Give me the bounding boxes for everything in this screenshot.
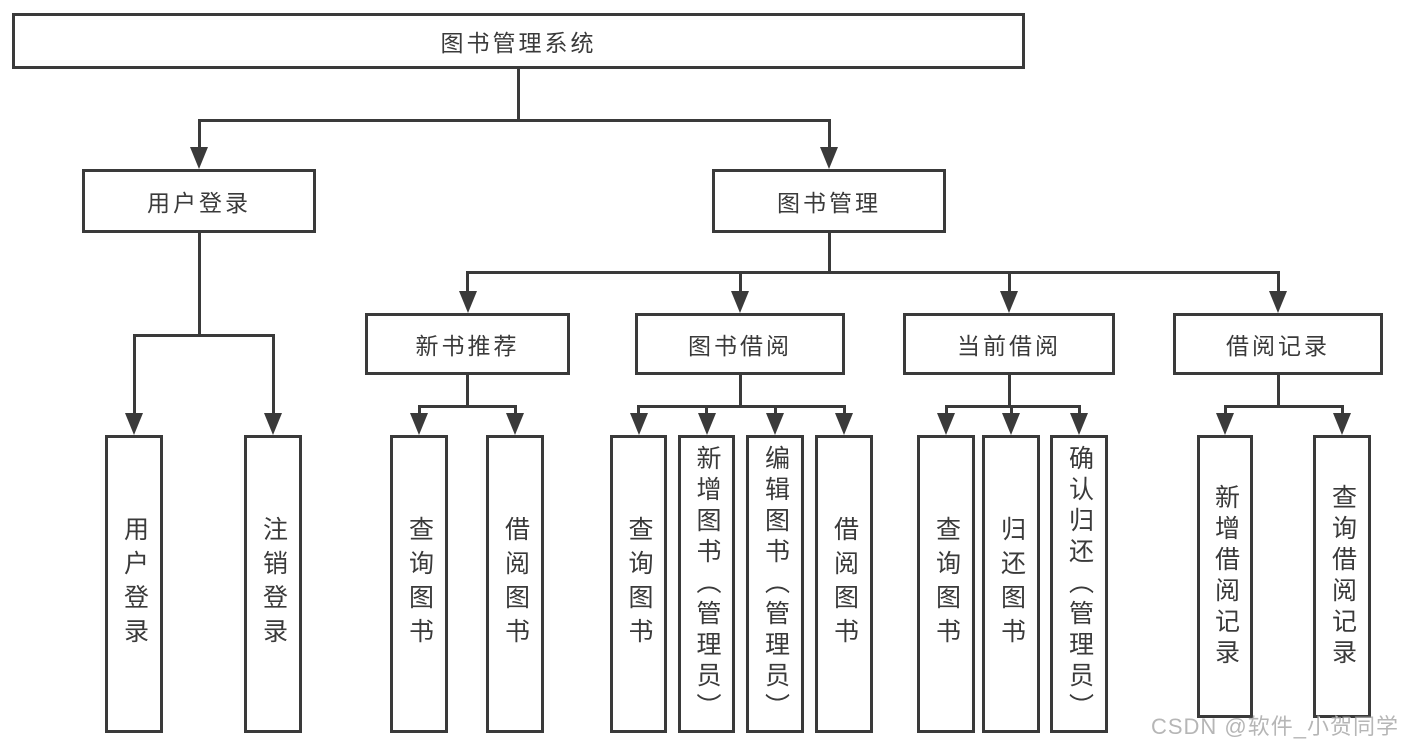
arrow-down-icon	[1216, 413, 1234, 435]
node-c3: 编辑图书（管理员）	[746, 435, 804, 733]
node-a1: 用户登录	[105, 435, 163, 733]
node-b2: 借阅图书	[486, 435, 544, 733]
arrow-down-icon	[458, 291, 477, 313]
arrow-down-icon	[1333, 413, 1351, 435]
arrow-down-icon	[731, 291, 749, 313]
arrow-down-icon	[937, 413, 955, 435]
connector-line	[827, 233, 831, 272]
node-label-rec: 新书推荐	[415, 333, 520, 359]
node-label-d1: 查询图书	[932, 516, 961, 652]
connector-line	[1223, 406, 1227, 413]
node-label-a1: 用户登录	[120, 516, 149, 652]
arrow-down-icon	[835, 413, 853, 435]
node-label-root: 图书管理系统	[440, 30, 597, 56]
node-label-borrow: 图书借阅	[688, 333, 792, 359]
connector-line	[271, 335, 275, 413]
node-label-e2: 查询借阅记录	[1328, 483, 1357, 670]
connector-line	[466, 375, 469, 406]
node-d2: 归还图书	[982, 435, 1040, 733]
csdn-watermark: CSDN @软件_小贺同学	[1150, 714, 1399, 739]
connector-line	[827, 120, 831, 147]
node-root: 图书管理系统	[12, 13, 1025, 69]
connector-line	[738, 272, 742, 291]
node-b1: 查询图书	[390, 435, 448, 733]
arrow-down-icon	[766, 413, 784, 435]
connector-line	[417, 406, 421, 413]
arrow-down-icon	[1070, 413, 1088, 435]
node-d1: 查询图书	[917, 435, 975, 733]
connector-line	[1276, 272, 1280, 291]
connector-line	[1077, 406, 1081, 413]
connector-line	[738, 375, 742, 406]
connector-line	[1007, 272, 1011, 291]
connector-line	[1223, 404, 1344, 408]
node-current: 当前借阅	[903, 313, 1115, 375]
connector-line	[517, 69, 520, 120]
node-rec: 新书推荐	[365, 313, 570, 375]
node-label-a2: 注销登录	[259, 516, 288, 652]
arrow-down-icon	[410, 413, 428, 435]
connector-line	[466, 270, 1280, 274]
connector-line	[417, 404, 517, 408]
arrow-down-icon	[506, 413, 524, 435]
connector-line	[1340, 406, 1344, 413]
arrow-down-icon	[820, 147, 838, 169]
connector-line	[637, 406, 640, 413]
node-label-b1: 查询图书	[405, 516, 434, 652]
node-e2: 查询借阅记录	[1313, 435, 1371, 718]
arrow-down-icon	[264, 413, 282, 435]
node-label-c2: 新增图书（管理员）	[693, 444, 721, 724]
node-label-mgmt: 图书管理	[777, 190, 881, 216]
node-label-d2: 归还图书	[997, 516, 1026, 652]
node-c2: 新增图书（管理员）	[678, 435, 735, 733]
node-label-b2: 借阅图书	[501, 516, 530, 652]
node-c1: 查询图书	[610, 435, 667, 733]
connector-line	[842, 406, 846, 413]
arrow-down-icon	[190, 147, 208, 169]
node-login: 用户登录	[82, 169, 316, 233]
connector-line	[197, 233, 201, 335]
connector-line	[466, 272, 469, 291]
connector-line	[1276, 375, 1280, 406]
node-e1: 新增借阅记录	[1197, 435, 1253, 718]
node-label-e1: 新增借阅记录	[1211, 483, 1240, 670]
connector-line	[132, 333, 275, 337]
arrow-down-icon	[1269, 291, 1287, 313]
arrow-down-icon	[629, 413, 648, 435]
node-a2: 注销登录	[244, 435, 302, 733]
connector-line	[637, 404, 846, 408]
arrow-down-icon	[1000, 291, 1018, 313]
connector-line	[513, 406, 517, 413]
node-label-login: 用户登录	[147, 190, 251, 216]
node-label-current: 当前借阅	[957, 333, 1061, 359]
connector-line	[705, 406, 708, 413]
connector-line	[197, 120, 201, 147]
node-label-c3: 编辑图书（管理员）	[761, 444, 790, 724]
arrow-down-icon	[1002, 413, 1020, 435]
connector-line	[132, 335, 136, 413]
connector-line	[1009, 406, 1013, 413]
node-borrow: 图书借阅	[635, 313, 845, 375]
node-records: 借阅记录	[1173, 313, 1383, 375]
node-label-c4: 借阅图书	[830, 516, 859, 652]
connector-line	[1007, 375, 1011, 406]
node-mgmt: 图书管理	[712, 169, 946, 233]
node-d3: 确认归还（管理员）	[1050, 435, 1108, 733]
arrow-down-icon	[697, 413, 716, 435]
node-label-d3: 确认归还（管理员）	[1065, 444, 1094, 724]
arrow-down-icon	[125, 413, 143, 435]
connector-line	[944, 404, 1081, 408]
connector-line	[773, 406, 777, 413]
node-label-records: 借阅记录	[1226, 333, 1330, 359]
node-label-c1: 查询图书	[625, 516, 653, 652]
node-c4: 借阅图书	[815, 435, 873, 733]
connector-line	[197, 118, 831, 122]
connector-line	[944, 406, 948, 413]
